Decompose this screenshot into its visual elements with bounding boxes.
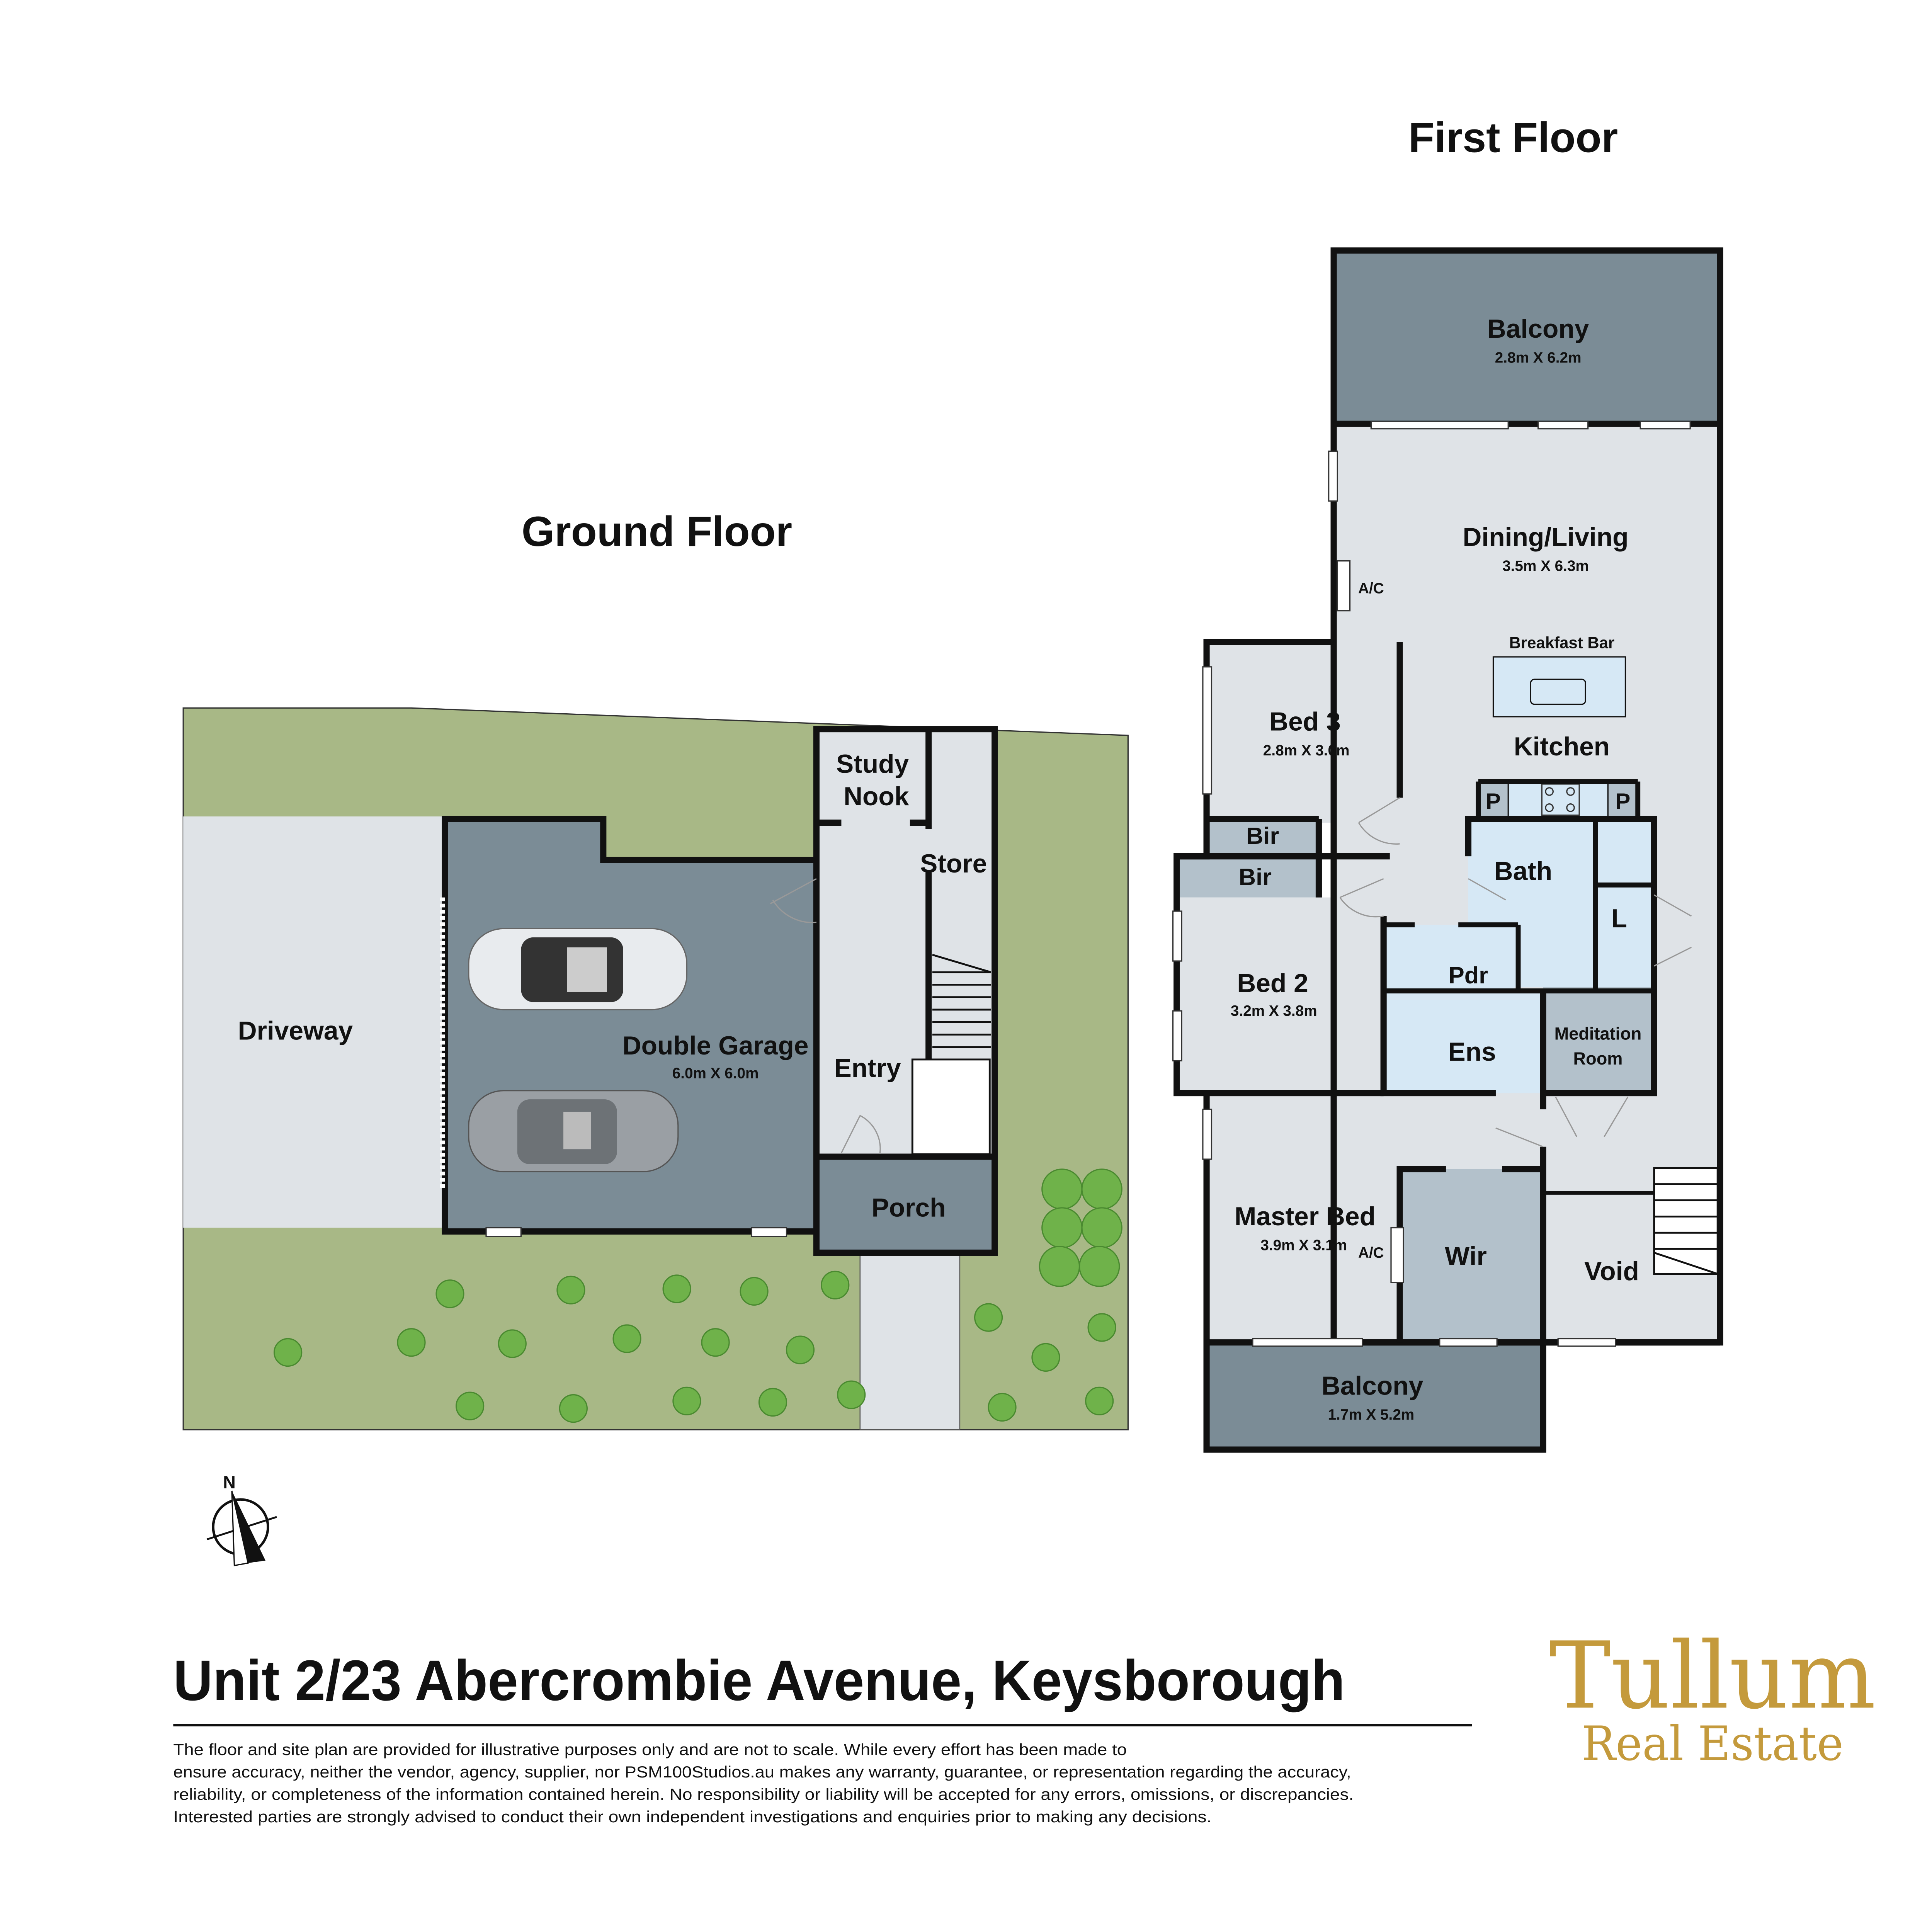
ac-label: A/C: [1358, 580, 1384, 597]
disclaimer-line: reliability, or completeness of the info…: [173, 1785, 1354, 1803]
garage-dimensions: 6.0m X 6.0m: [672, 1065, 759, 1082]
ens-label: Ens: [1448, 1037, 1496, 1066]
window: [751, 1227, 787, 1237]
floor-plan: Ground Floor Driveway Double Garage 6.0m…: [173, 114, 1876, 1826]
driveway-label: Driveway: [238, 1016, 353, 1045]
dining-dimensions: 3.5m X 6.3m: [1502, 558, 1589, 574]
entry-label: Entry: [834, 1054, 901, 1083]
sink-icon: [1530, 679, 1586, 705]
walls: [1173, 247, 1723, 1453]
store-label: Store: [920, 849, 987, 878]
tree-icons: [274, 1168, 1122, 1423]
breakfast-bar-label: Breakfast Bar: [1509, 633, 1615, 651]
bed3-dimensions: 2.8m X 3.0m: [1263, 742, 1350, 759]
laundry-label: L: [1611, 904, 1627, 933]
entry-walls: [813, 726, 998, 1256]
bir-label: Bir: [1239, 864, 1272, 890]
meditation-room: [1543, 987, 1654, 1094]
pdr-label: Pdr: [1449, 962, 1488, 988]
study-label-2: Nook: [844, 782, 909, 811]
pantry-1: [1478, 781, 1509, 819]
bed2: [1177, 897, 1384, 1094]
ac-label: A/C: [1358, 1245, 1384, 1261]
laundry: [1595, 819, 1654, 987]
balcony-bottom-dimensions: 1.7m X 5.2m: [1328, 1406, 1415, 1423]
windows: [1172, 420, 1691, 1347]
landing: [911, 1058, 991, 1155]
dining-label: Dining/Living: [1463, 523, 1629, 552]
meditation-label-2: Room: [1573, 1049, 1623, 1068]
ground-floor: Ground Floor Driveway Double Garage 6.0m…: [182, 508, 1129, 1430]
pantry-2: [1608, 781, 1638, 819]
car-icon: [468, 1090, 679, 1172]
car-icon: [468, 928, 688, 1010]
bir-label: Bir: [1246, 823, 1279, 849]
bir-1: [1206, 819, 1319, 857]
disclaimer-line: ensure accuracy, neither the vendor, age…: [173, 1763, 1351, 1781]
pdr: [1383, 925, 1515, 991]
master-label: Master Bed: [1235, 1202, 1376, 1231]
balcony-bottom-label: Balcony: [1321, 1372, 1423, 1401]
first-floor-title: First Floor: [1408, 114, 1618, 162]
kitchen-label: Kitchen: [1514, 732, 1610, 761]
wir: [1400, 1169, 1543, 1343]
compass-icon: N: [206, 1473, 277, 1566]
study-label-1: Study: [836, 750, 909, 779]
balcony-bottom: [1206, 1342, 1543, 1450]
disclaimer-line: Interested parties are strongly advised …: [173, 1808, 1211, 1826]
garage-label: Double Garage: [622, 1031, 809, 1060]
void-label: Void: [1584, 1257, 1639, 1286]
cooktop: [1507, 781, 1609, 820]
balcony-top-label: Balcony: [1487, 315, 1589, 344]
brand-logo-sub: Real Estate: [1582, 1716, 1844, 1771]
pantry-label: P: [1486, 789, 1501, 814]
window: [485, 1227, 522, 1237]
bed2-label: Bed 2: [1237, 969, 1308, 998]
ground-floor-title: Ground Floor: [522, 508, 792, 555]
compass-north-label: N: [223, 1473, 236, 1492]
bath-label: Bath: [1494, 857, 1553, 886]
bed2-dimensions: 3.2m X 3.8m: [1231, 1003, 1317, 1019]
brand-logo-name: Tullum: [1549, 1622, 1876, 1730]
front-path: [859, 1252, 961, 1430]
first-floor: First Floor: [1172, 114, 1723, 1453]
breakfast-bar: [1492, 656, 1626, 718]
meditation-label-1: Meditation: [1554, 1024, 1642, 1043]
balcony-top: [1333, 250, 1720, 424]
bir-2: [1177, 856, 1319, 898]
stairs-icon: [932, 954, 992, 1048]
master-dimensions: 3.9m X 3.1m: [1260, 1237, 1347, 1253]
bed3-label: Bed 3: [1269, 707, 1340, 736]
property-address: Unit 2/23 Abercrombie Avenue, Keysboroug…: [173, 1649, 1345, 1713]
stairs-icon: [1653, 1167, 1719, 1275]
disclaimer-line: The floor and site plan are provided for…: [173, 1740, 1127, 1759]
driveway: [183, 816, 445, 1228]
porch-label: Porch: [872, 1193, 946, 1222]
door-icon: [840, 1115, 881, 1153]
door-icon: [770, 878, 817, 923]
ens: [1383, 991, 1543, 1094]
wir-label: Wir: [1445, 1242, 1487, 1271]
bed3: [1206, 642, 1400, 823]
pantry-label: P: [1616, 789, 1631, 814]
door-icons: [1339, 797, 1692, 1148]
porch: [816, 1156, 995, 1253]
balcony-top-dimensions: 2.8m X 6.2m: [1495, 350, 1582, 366]
